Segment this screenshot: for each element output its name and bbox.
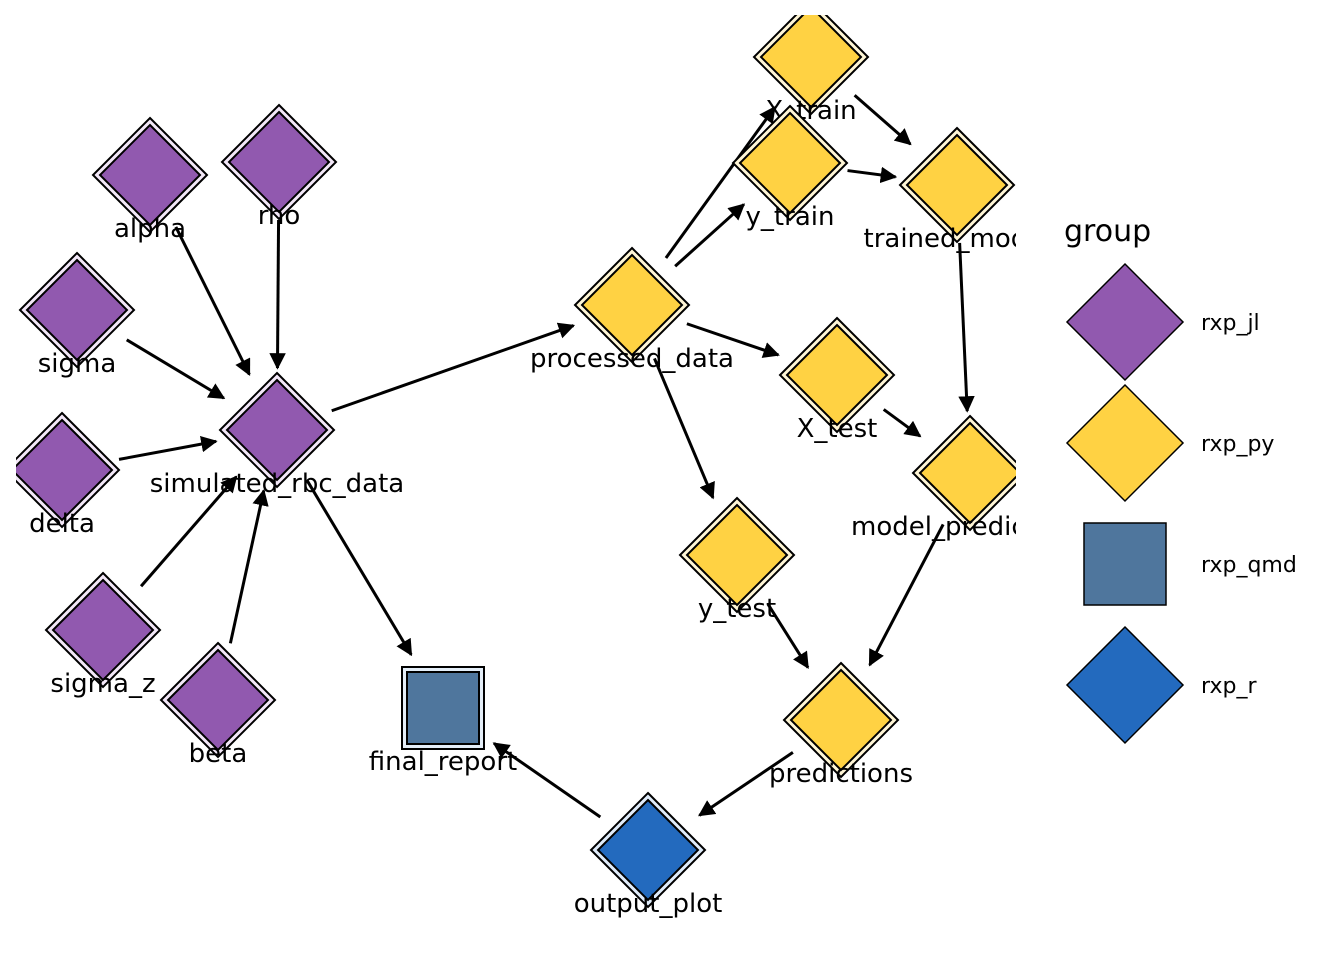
node-delta[interactable]: delta	[5, 411, 121, 539]
edge-beta-to-simulated_rbc_data	[228, 488, 269, 644]
node-diamond-shape	[25, 258, 129, 362]
nodes-layer: X_train y_train trained_model processed_dat…	[5, 0, 1089, 919]
legend-swatch-square	[1083, 522, 1167, 606]
edge-sigma_z-to-simulated_rbc_data	[139, 475, 238, 588]
edge-processed_data-to-X_test	[686, 322, 780, 358]
node-final_report[interactable]: final_report	[369, 666, 517, 777]
node-label: alpha	[114, 214, 186, 244]
node-y_test[interactable]: y_test	[678, 496, 796, 624]
edge-predictions-to-output_plot	[698, 751, 794, 817]
node-processed_data[interactable]: processed_data	[530, 246, 734, 374]
node-X_test[interactable]: X_test	[778, 316, 896, 444]
legend-label: rxp_jl	[1201, 311, 1260, 336]
node-diamond-shape	[759, 15, 863, 109]
node-label: y_train	[746, 202, 835, 232]
node-label: trained_model	[864, 224, 1051, 254]
legend-swatch-diamond	[1065, 262, 1185, 382]
edge-processed_data-to-y_test	[653, 357, 715, 500]
node-label: output_plot	[574, 889, 723, 919]
edge-simulated_rbc_data-to-processed_data	[331, 322, 576, 413]
node-square-shape	[406, 671, 480, 745]
edge-processed_data-to-X_train	[664, 105, 776, 259]
node-label: predictions	[769, 759, 913, 789]
edge-X_test-to-model_predictions	[882, 408, 922, 438]
node-diamond-shape	[785, 323, 889, 427]
node-label: X_test	[797, 414, 878, 444]
edge-sigma-to-simulated_rbc_data	[125, 338, 226, 400]
edge-model_predictions-to-predictions	[868, 523, 945, 667]
node-label: sigma_z	[50, 669, 155, 699]
node-diamond-shape	[738, 111, 842, 215]
node-sigma[interactable]: sigma	[18, 251, 136, 379]
edge-delta-to-simulated_rbc_data	[118, 435, 218, 461]
legend-label: rxp_qmd	[1201, 553, 1297, 578]
legend-item-rxp_qmd: rxp_qmd	[1083, 522, 1297, 606]
node-output_plot[interactable]: output_plot	[574, 791, 723, 919]
node-label: rho	[258, 201, 301, 231]
legend-label: rxp_r	[1201, 674, 1257, 699]
legend-items: rxp_jl rxp_py rxp_qmd rxp_r	[1065, 262, 1297, 745]
node-diamond-shape	[918, 421, 1016, 525]
node-diamond-shape	[580, 253, 684, 357]
node-diamond-shape	[905, 133, 1009, 237]
edge-alpha-to-simulated_rbc_data	[174, 226, 251, 376]
node-diamond-shape	[16, 418, 114, 522]
node-simulated_rbc_data[interactable]: simulated_rbc_data	[150, 371, 404, 499]
edge-y_train-to-trained_model	[847, 166, 898, 184]
node-diamond-shape	[225, 378, 329, 482]
legend-swatch-diamond	[1065, 625, 1185, 745]
node-label: y_test	[698, 594, 776, 624]
node-label: simulated_rbc_data	[150, 469, 404, 499]
legend-title: group	[1064, 214, 1151, 249]
legend-item-rxp_py: rxp_py	[1065, 383, 1274, 503]
legend: group rxp_jl rxp_py rxp_qmd rxp_r	[1064, 214, 1297, 745]
node-diamond-shape	[685, 503, 789, 607]
edge-output_plot-to-final_report	[492, 742, 602, 819]
edge-rho-to-simulated_rbc_data	[269, 219, 286, 370]
node-X_train[interactable]: X_train	[752, 0, 870, 126]
node-y_train[interactable]: y_train	[731, 104, 849, 232]
graph-panel: X_train y_train trained_model processed_dat…	[5, 0, 1089, 919]
node-sigma_z[interactable]: sigma_z	[44, 571, 162, 699]
node-alpha[interactable]: alpha	[91, 116, 209, 244]
node-label: delta	[29, 509, 95, 539]
node-diamond-shape	[98, 123, 202, 227]
node-diamond-shape	[227, 110, 331, 214]
edge-trained_model-to-model_predictions	[958, 242, 975, 413]
legend-label: rxp_py	[1201, 432, 1274, 457]
node-model_predictions[interactable]: model_predictions	[851, 414, 1089, 542]
node-beta[interactable]: beta	[159, 641, 277, 769]
node-label: model_predictions	[851, 512, 1089, 542]
node-diamond-shape	[51, 578, 155, 682]
node-label: beta	[189, 739, 248, 769]
node-diamond-shape	[596, 798, 700, 902]
node-predictions[interactable]: predictions	[769, 661, 913, 789]
edge-processed_data-to-y_train	[674, 203, 746, 268]
node-diamond-shape	[789, 668, 893, 772]
edges-layer	[118, 94, 975, 819]
edge-simulated_rbc_data-to-final_report	[305, 479, 413, 657]
legend-item-rxp_r: rxp_r	[1065, 625, 1257, 745]
node-trained_model[interactable]: trained_model	[864, 126, 1051, 254]
legend-item-rxp_jl: rxp_jl	[1065, 262, 1260, 382]
node-rho[interactable]: rho	[220, 103, 338, 231]
node-diamond-shape	[166, 648, 270, 752]
node-label: sigma	[38, 349, 117, 379]
node-label: processed_data	[530, 344, 734, 374]
edge-y_test-to-predictions	[766, 603, 810, 669]
edge-X_train-to-trained_model	[853, 94, 912, 146]
legend-swatch-diamond	[1065, 383, 1185, 503]
node-label: final_report	[369, 747, 517, 777]
